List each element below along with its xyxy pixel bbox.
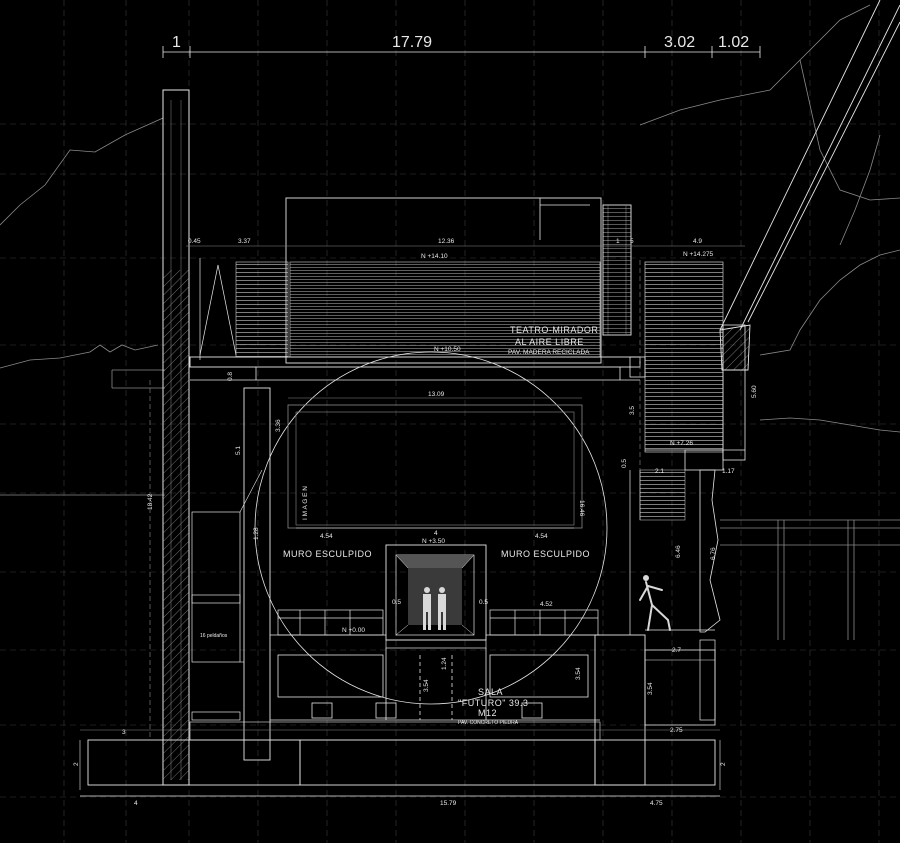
dim-3-5: 3.5 [629,406,636,415]
dim-4: 4 [434,530,438,537]
upper-deck [186,197,745,364]
dim-1-17: 1.17 [722,468,735,475]
sala-label-2: "FUTURO" 39.3 [458,698,528,708]
dim-0-5-box-right: 0.5 [479,599,488,606]
dim-2-1: 2.1 [655,468,664,475]
dim-2-left: 2 [73,762,80,766]
dim-2-75: 2.75 [670,727,683,734]
level-n14275: N +14.275 [683,251,714,258]
dim-18-42: 18.42 [147,493,154,510]
dim-3-36: 3.36 [275,419,282,432]
level-n350: N +3.50 [422,538,445,545]
level-n000: N +0.00 [342,627,365,634]
diagonal-ramp [719,0,900,371]
teatro-label-2: AL AIRE LIBRE [515,337,584,347]
teatro-label-3: PAV. MADERA RECICLADA [508,349,590,356]
dancer-figure [639,575,671,631]
dim-6-76: 6.76 [710,547,717,560]
muro-right-label: MURO ESCULPIDO [501,549,590,559]
dim-5-1: 5.1 [235,446,242,455]
teatro-label-1: TEATRO-MIRADOR [510,325,598,335]
right-lower-block [594,469,721,786]
projection-circle [254,351,608,705]
dim-top-main: 17.79 [392,34,432,51]
dim-1-24: 1.24 [441,657,448,670]
level-n726: N +7.26 [670,440,693,447]
dim-4-52: 4.52 [540,601,553,608]
sala-label-3: M12 [478,708,497,718]
central-box [385,544,487,649]
muro-left-label: MURO ESCULPIDO [283,549,372,559]
lower-volume [270,648,600,721]
left-interior-wall [191,387,271,761]
level-n1410: N +14.10 [421,253,448,260]
dim-3-54-far: 3.54 [647,682,654,695]
dim-3-54-center: 3.54 [423,679,430,692]
dim-13-09: 13.09 [428,391,445,398]
dim-2-right: 2 [720,762,727,766]
dim-3-54-right: 3.54 [575,667,582,680]
centerlines [149,260,641,740]
dim-3: 3 [122,729,126,736]
dim-16-46: 16.46 [578,500,585,517]
top-dimension-line [162,46,761,58]
foundation [79,721,721,797]
dim-top-right-a: 3.02 [664,34,695,51]
dim-12-36: 12.36 [438,238,455,245]
dim-1: 1 [616,238,620,245]
dim-3-37: 3.37 [238,238,251,245]
dim-4-9: 4.9 [693,238,702,245]
dim-0-5-box-left: 0.5 [392,599,401,606]
dim-15-79: 15.79 [440,800,457,807]
dim-0-45: 0.45 [188,238,201,245]
sala-label-4: PAV. CONCRETO PIEDRA [458,720,519,726]
main-slab [189,356,646,381]
dim-5: 5 [630,238,634,245]
right-columns [720,519,900,640]
level-n1050: N +10.50 [434,346,461,353]
dim-0-8: 0.8 [227,372,234,381]
terrain-lines [0,4,900,496]
right-stair-block [644,261,746,471]
dim-4-54-left: 4.54 [320,533,333,540]
balconies [270,609,600,636]
dim-6-46: 6.46 [675,545,682,558]
dim-top-right-b: 1.02 [718,34,749,51]
dim-2-7: 2.7 [672,647,681,654]
sala-label-1: SALA [478,687,503,697]
dim-top-start: 1 [172,34,181,51]
peldanos-label: 16 peldaños [200,633,228,639]
left-tall-column [162,89,190,786]
dim-0-5: 0.5 [621,459,628,468]
dim-4-54-right: 4.54 [535,533,548,540]
dim-4-75: 4.75 [650,800,663,807]
dim-4-bottom: 4 [134,800,138,807]
dim-5-60: 5.60 [751,385,758,398]
imagen-label: I M A G E N [302,486,309,520]
dim-1-28: 1.28 [253,527,260,540]
